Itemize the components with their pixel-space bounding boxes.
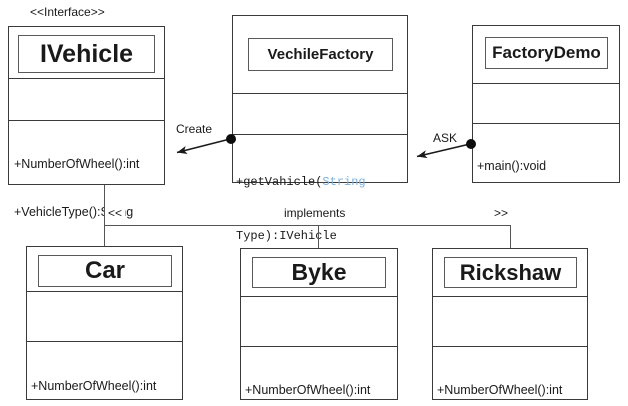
class-divider [9, 78, 164, 79]
class-divider [27, 341, 182, 342]
class-methods-byke: +NumberOfWheel():int +VehicleType():Stri… [245, 348, 395, 406]
class-name-plate-factorydemo: FactoryDemo [485, 37, 608, 69]
method-item: +NumberOfWheel():int [14, 157, 140, 171]
class-name-ivehicle: IVehicle [39, 39, 134, 68]
association-create [176, 134, 236, 155]
class-name-plate-rickshaw: Rickshaw [444, 257, 577, 288]
class-name-rickshaw: Rickshaw [459, 259, 562, 285]
class-name-vechilefactory: VechileFactory [267, 46, 374, 63]
class-divider [9, 120, 164, 121]
class-methods-rickshaw: +NumberOfWheel():int +VehicleType():Stri… [437, 348, 589, 406]
class-divider [473, 83, 619, 84]
create-relation-label: Create [173, 122, 216, 136]
class-divider [27, 291, 182, 292]
class-name-plate-vechilefactory: VechileFactory [248, 38, 393, 71]
class-methods-factorydemo: +main():void [477, 126, 617, 206]
class-methods-vechilefactory: +getVahicle(String Type):IVehicle [236, 137, 408, 281]
ask-arrow-line [416, 143, 471, 159]
create-arrow-line [176, 138, 231, 155]
class-divider [241, 346, 397, 347]
class-divider [241, 296, 397, 297]
method-item: +NumberOfWheel():int [31, 379, 157, 393]
method-item-getvahicle: +getVahicle(String [236, 173, 408, 191]
implements-stem-from-ivehicle [104, 185, 105, 226]
implements-horizontal-bus [104, 225, 511, 226]
method-text-prefix: +getVahicle( [236, 175, 323, 189]
method-item: +main():void [477, 159, 547, 173]
class-divider [233, 93, 407, 94]
method-item: +NumberOfWheel():int [245, 383, 371, 397]
implements-drop-to-car [104, 225, 105, 246]
implements-drop-to-byke [318, 225, 319, 248]
class-divider [433, 296, 587, 297]
ask-relation-label: ASK [430, 131, 461, 145]
class-name-byke: Byke [291, 259, 347, 285]
class-divider [233, 134, 407, 135]
class-name-factorydemo: FactoryDemo [492, 43, 601, 62]
implements-label: implements [281, 206, 349, 220]
class-methods-ivehicle: +NumberOfWheel():int +VehicleType():Stri… [14, 124, 164, 252]
implements-bracket-open-label: << [105, 206, 126, 220]
method-text-continuation: Type):IVehicle [236, 229, 337, 243]
class-methods-car: +NumberOfWheel():int +VehicleType():Stri… [31, 344, 181, 406]
class-name-plate-byke: Byke [252, 257, 386, 288]
stereotype-interface-label: <<Interface>> [30, 5, 105, 19]
class-name-plate-car: Car [38, 255, 172, 287]
implements-drop-to-rickshaw [510, 225, 511, 248]
class-divider [433, 346, 587, 347]
implements-bracket-close-label: >> [491, 206, 512, 220]
class-name-plate-ivehicle: IVehicle [18, 35, 155, 73]
class-name-car: Car [84, 257, 126, 284]
method-type-highlight: String [322, 175, 366, 189]
method-item: +VehicleType():String [14, 205, 134, 219]
class-divider [473, 123, 619, 124]
method-item: +NumberOfWheel():int [437, 383, 563, 397]
